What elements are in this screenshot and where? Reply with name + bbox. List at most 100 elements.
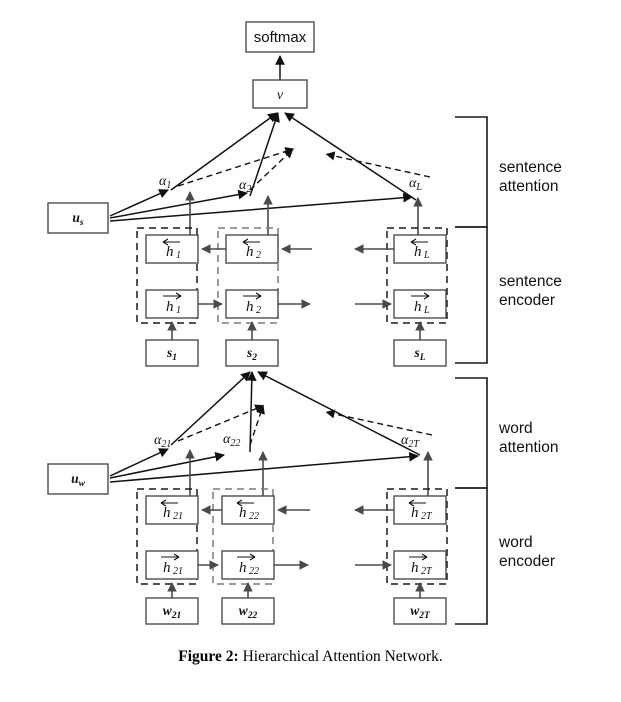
- sL-label: sL: [413, 345, 425, 363]
- w22-label: w22: [239, 603, 258, 621]
- word-encoder-group-2: [212, 488, 274, 585]
- h-base: h: [246, 244, 254, 260]
- h-base: h: [246, 299, 254, 315]
- document-vector-node: v: [252, 79, 308, 109]
- alpha-2T-label: α2T: [401, 433, 420, 450]
- alpha-2-label: α2: [239, 178, 251, 195]
- h-base: h: [239, 505, 247, 521]
- h-base: h: [239, 560, 247, 576]
- sentence-input-2: s2: [225, 339, 279, 367]
- edge-alpha1-to-v: [170, 112, 278, 191]
- h-sub: 2T: [421, 566, 433, 577]
- alpha-L-label: αL: [409, 176, 422, 193]
- side-label-line2: encoder: [499, 553, 555, 570]
- edge-alpha21-to-s2: [170, 371, 251, 446]
- sentence-context-vector-node: us: [47, 202, 109, 234]
- h-sub: 2T: [421, 511, 433, 522]
- h-sub: 21: [173, 566, 183, 577]
- word-forward-state-21: h 21: [145, 550, 199, 580]
- h-base: h: [411, 505, 419, 521]
- word-input-21: w21: [145, 597, 199, 625]
- edge-us-to-alpha2: [109, 189, 248, 219]
- alpha-22-label: α22: [223, 432, 240, 449]
- s1-label: s1: [166, 345, 177, 363]
- side-label-line2: encoder: [499, 292, 555, 309]
- alpha-1-label: α1: [159, 174, 171, 191]
- alpha-21-label: α21: [154, 433, 171, 450]
- h-base: h: [163, 560, 171, 576]
- figure-caption-text: Hierarchical Attention Network.: [242, 648, 443, 665]
- side-label-sentence-encoder: sentence encoder: [499, 273, 562, 309]
- word-attention-edges: [170, 371, 433, 456]
- word-backward-state-21: h 21: [145, 495, 199, 525]
- h-sub: 2: [256, 305, 261, 316]
- edge-dashed-alphaL: [325, 151, 431, 178]
- edge-alpha2-to-v: [249, 112, 280, 197]
- h-sub: L: [423, 305, 430, 316]
- edge-dashed-alpha2: [249, 148, 294, 191]
- edge-dashed-alpha21: [177, 404, 265, 442]
- word-backward-state-22: h 22: [221, 495, 275, 525]
- h-sub: 22: [249, 511, 259, 522]
- uw-label: uw: [71, 471, 86, 489]
- sentence-input-1: s1: [145, 339, 199, 367]
- sentence-backward-state-1: h 1: [145, 234, 199, 264]
- h-base: h: [414, 244, 422, 260]
- word-encoder-group-1: [136, 488, 198, 585]
- h-base: h: [163, 505, 171, 521]
- sentence-forward-state-2: h 2: [225, 289, 279, 319]
- brace-word: [455, 377, 488, 625]
- document-vector-label: v: [277, 88, 284, 103]
- word-input-22: w22: [221, 597, 275, 625]
- side-label-line1: word: [498, 534, 533, 551]
- edge-dashed-alpha22: [249, 404, 265, 446]
- side-label-sentence-attention: sentence attention: [499, 159, 562, 195]
- word-forward-state-22: h 22: [221, 550, 275, 580]
- figure-caption: Figure 2: Hierarchical Attention Network…: [0, 648, 621, 666]
- uw-fanout-edges: [109, 448, 419, 483]
- word-context-vector-node: uw: [47, 463, 109, 495]
- sentence-backward-state-L: h L: [393, 234, 447, 264]
- side-label-line2: attention: [499, 439, 558, 456]
- edge-us-to-alphaL: [109, 192, 413, 222]
- word-forward-state-2T: h 2T: [393, 550, 447, 580]
- side-label-line2: attention: [499, 178, 558, 195]
- h-base: h: [166, 299, 174, 315]
- h-base: h: [414, 299, 422, 315]
- us-fanout-edges: [109, 189, 413, 222]
- brace-sentence: [455, 116, 488, 364]
- w21-label: w21: [163, 603, 182, 621]
- w2T-label: w2T: [410, 603, 431, 621]
- side-label-word-encoder: word encoder: [498, 534, 555, 570]
- figure-caption-label: Figure 2:: [178, 648, 239, 665]
- h-base: h: [411, 560, 419, 576]
- h-base: h: [166, 244, 174, 260]
- edge-uw-to-alpha22: [109, 451, 225, 479]
- h-sub: 1: [176, 250, 181, 261]
- edge-alphaL-to-v: [284, 112, 417, 201]
- softmax-label: softmax: [254, 29, 307, 46]
- side-label-word-attention: word attention: [498, 420, 558, 456]
- side-label-line1: sentence: [499, 273, 562, 290]
- side-label-line1: sentence: [499, 159, 562, 176]
- edge-uw-to-alpha21: [109, 448, 169, 477]
- h-sub: 1: [176, 305, 181, 316]
- h-sub: L: [423, 250, 430, 261]
- sentence-forward-state-1: h 1: [145, 289, 199, 319]
- sentence-input-L: sL: [393, 339, 447, 367]
- h-sub: 2: [256, 250, 261, 261]
- us-label: us: [72, 210, 84, 228]
- sentence-forward-state-L: h L: [393, 289, 447, 319]
- s2-label: s2: [246, 345, 257, 363]
- softmax-node: softmax: [245, 21, 315, 53]
- h-sub: 22: [249, 566, 259, 577]
- edge-alpha2T-to-s2: [257, 371, 421, 456]
- h-sub: 21: [173, 511, 183, 522]
- edge-alpha22-to-s2: [246, 371, 257, 453]
- edge-uw-to-alpha2T: [109, 451, 419, 483]
- word-backward-state-2T: h 2T: [393, 495, 447, 525]
- edge-dashed-alpha2T: [325, 409, 433, 436]
- side-label-line1: word: [498, 420, 533, 437]
